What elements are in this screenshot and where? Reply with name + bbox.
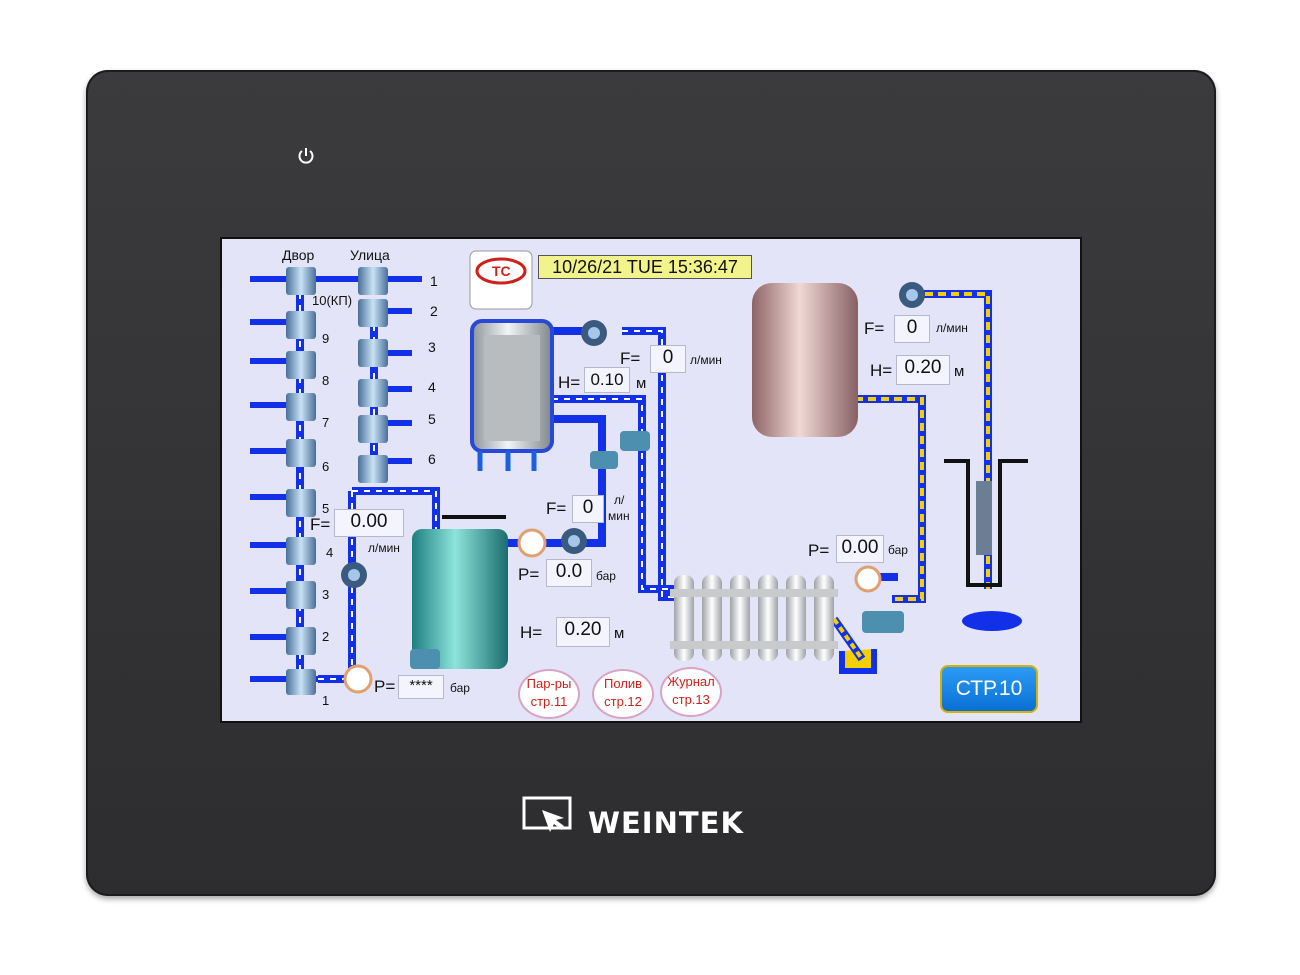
params-button-page: стр.11 xyxy=(530,694,568,709)
yard-column-label: Двор xyxy=(282,247,315,263)
flow-label: F= xyxy=(864,319,885,338)
left-flow-value: 0.00 xyxy=(334,509,404,537)
flow-label: F= xyxy=(310,515,331,534)
flow-meter-icon xyxy=(341,282,925,588)
valve-label: 4 xyxy=(428,379,436,395)
brand-name: WEINTEK xyxy=(588,806,744,840)
flow-label: F= xyxy=(546,499,567,518)
storage-tank-silver xyxy=(470,319,554,471)
valve-column-street xyxy=(358,267,388,483)
valve-label: 3 xyxy=(428,339,436,355)
level-unit: м xyxy=(636,375,647,392)
right-level-value: 0.20 xyxy=(896,355,950,385)
tank-level-value: 0.10 xyxy=(584,367,630,393)
valve-label: 1 xyxy=(322,693,330,708)
logo-mark: ТС xyxy=(492,263,511,279)
valve-label: 1 xyxy=(430,273,438,289)
pressure-unit: бар xyxy=(450,681,470,695)
tank-flow-value: 0 xyxy=(650,345,686,373)
right-flow-value: 0 xyxy=(894,315,930,343)
storage-tank-teal xyxy=(412,515,508,669)
valve-label: 6 xyxy=(322,459,330,474)
valve-label: 5 xyxy=(428,411,436,427)
weintek-logo-icon xyxy=(522,796,572,832)
flow-unit: л/мин xyxy=(690,353,722,367)
valve-label: 10(КП) xyxy=(312,293,353,308)
pressure-gauge-icon xyxy=(343,528,882,694)
mid-pressure-value: 0.0 xyxy=(546,559,592,587)
journal-page-button[interactable]: Журнал стр.13 xyxy=(660,667,722,717)
level-label: H= xyxy=(870,361,893,380)
flow-unit: мин xyxy=(608,509,630,523)
mid-flow-value: 0 xyxy=(572,495,604,523)
params-page-button[interactable]: Пар-ры стр.11 xyxy=(518,669,580,719)
valve-column-yard xyxy=(286,267,316,695)
flow-unit: л/ xyxy=(614,493,625,507)
pressure-label: P= xyxy=(518,565,540,584)
valve-label: 5 xyxy=(322,501,330,516)
pressure-unit: бар xyxy=(888,543,908,557)
flow-unit: л/мин xyxy=(368,541,400,555)
branch-pipes xyxy=(250,276,422,682)
valve-label: 6 xyxy=(428,451,436,467)
valve-label: 4 xyxy=(326,545,334,560)
pressure-label: P= xyxy=(374,677,396,696)
valve-label: 9 xyxy=(322,331,330,346)
watering-button-label: Полив xyxy=(603,676,643,691)
mid-level-value: 0.20 xyxy=(556,617,610,647)
street-column-label: Улица xyxy=(350,247,390,263)
left-pressure-value: **** xyxy=(398,675,444,699)
level-unit: м xyxy=(614,625,625,642)
page-10-button[interactable]: СТР.10 xyxy=(940,665,1038,713)
storage-tank-rose xyxy=(752,283,858,437)
flow-label: F= xyxy=(620,349,641,368)
flow-unit: л/мин xyxy=(936,321,968,335)
borehole-well xyxy=(944,459,1028,631)
pressure-label: P= xyxy=(808,541,830,560)
valve-label: 2 xyxy=(322,629,330,644)
hmi-screen: Двор Улица ТС 10/26/21 TUE 15:36:47 10(К… xyxy=(220,237,1082,723)
watering-page-button[interactable]: Полив стр.12 xyxy=(592,669,654,719)
pressure-unit: бар xyxy=(596,569,616,583)
power-icon xyxy=(298,148,314,164)
watering-button-page: стр.12 xyxy=(604,694,642,709)
journal-button-page: стр.13 xyxy=(672,692,710,707)
process-diagram xyxy=(250,250,1028,695)
radiator xyxy=(670,575,838,661)
valve-label: 2 xyxy=(430,303,438,319)
right-pressure-value: 0.00 xyxy=(836,535,884,563)
params-button-label: Пар-ры xyxy=(526,676,572,691)
pump-icon xyxy=(410,431,904,669)
level-label: H= xyxy=(558,373,581,392)
level-label: H= xyxy=(520,623,543,642)
company-logo xyxy=(469,250,533,310)
valve-label: 7 xyxy=(322,415,330,430)
valve-label: 8 xyxy=(322,373,330,388)
datetime-display: 10/26/21 TUE 15:36:47 xyxy=(538,255,752,279)
level-unit: м xyxy=(954,363,965,380)
journal-button-label: Журнал xyxy=(667,674,715,689)
valve-label: 3 xyxy=(322,587,330,602)
